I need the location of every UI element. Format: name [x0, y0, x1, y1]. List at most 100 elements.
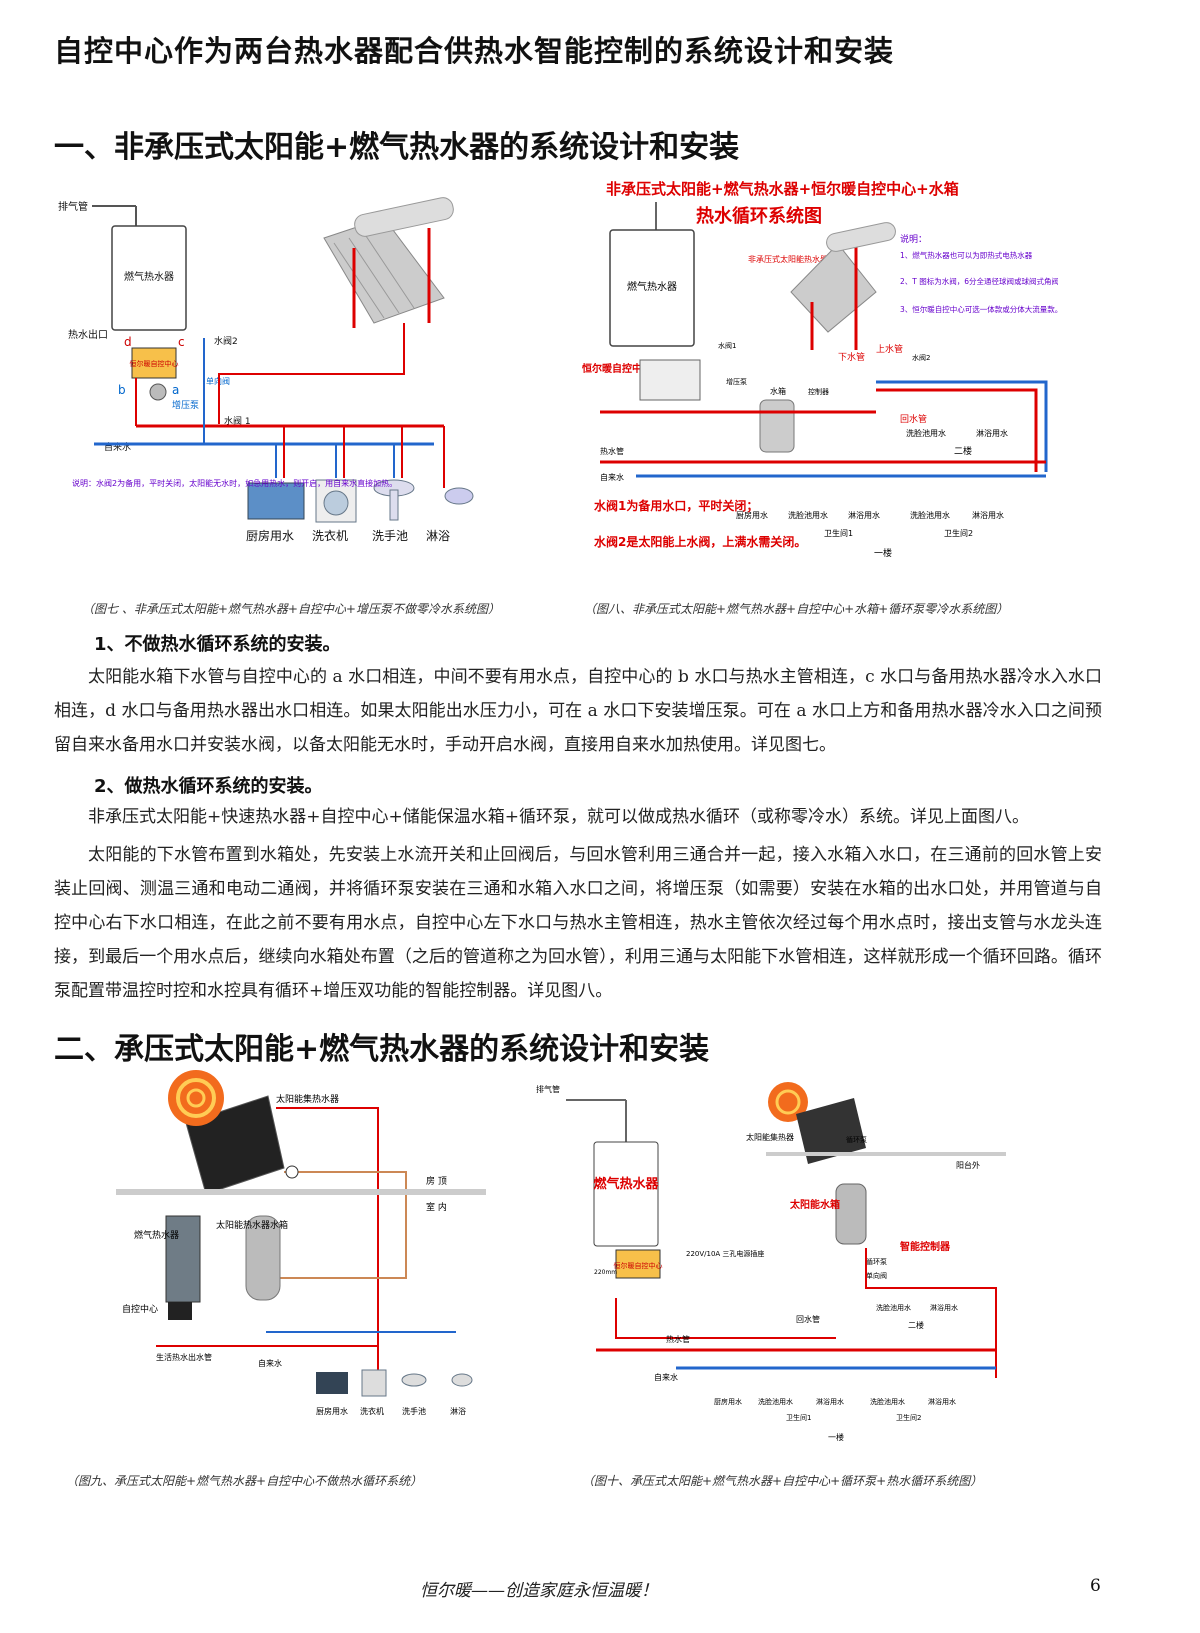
subheading-2: 2、做热水循环系统的安装。 — [94, 776, 323, 797]
tap-water-label: 自来水 — [258, 1358, 282, 1368]
fig7-note: 说明：水阀2为备用，平时关闭，太阳能无水时，如急用热水，则开启，用自来水直接加热… — [72, 478, 397, 488]
valve1-label: 水阀1 — [718, 341, 736, 350]
valve2-label: 水阀2 — [214, 335, 238, 347]
floor2-label: 二楼 — [908, 1320, 924, 1330]
f2-point: 洗脸池用水 — [876, 1303, 911, 1312]
tank-label: 太阳能热水器水箱 — [216, 1219, 288, 1231]
f2-point: 淋浴用水 — [930, 1303, 958, 1312]
page-number: 6 — [1090, 1576, 1101, 1596]
gas-heater-icon — [165, 1215, 201, 1303]
point-label: 淋浴 — [450, 1406, 466, 1416]
balcony-label: 阳台外 — [956, 1160, 980, 1170]
fixture-sink-icon — [401, 1373, 427, 1387]
valve2-label: 水阀2 — [912, 353, 930, 362]
exhaust-label: 排气管 — [58, 200, 88, 213]
port-d: d — [124, 335, 132, 349]
f1-point: 淋浴用水 — [848, 510, 880, 520]
center-label: 自控中心 — [122, 1303, 158, 1315]
port-c: c — [178, 335, 185, 349]
f1-point: 厨房用水 — [714, 1397, 742, 1406]
f1-point: 洗脸池用水 — [788, 510, 828, 520]
fig8-title1: 非承压式太阳能+燃气热水器+恒尔暖自控中心+水箱 — [606, 180, 959, 198]
heater-label: 燃气热水器 — [593, 1176, 659, 1192]
section2-title: 二、承压式太阳能+燃气热水器的系统设计和安装 — [54, 1032, 710, 1067]
fixture-shower-icon — [451, 1373, 473, 1387]
pump2-label: 循环泵 — [866, 1257, 887, 1266]
fixture-kitchen-icon — [247, 482, 305, 520]
power-label: 220V/10A 三孔电源插座 — [686, 1249, 764, 1258]
page-title: 自控中心作为两台热水器配合供热水智能控制的系统设计和安装 — [54, 34, 895, 68]
control-center — [615, 1249, 661, 1279]
bath2-label: 卫生间2 — [944, 528, 973, 538]
center-label: 恒尔暖自控中心 — [582, 362, 652, 375]
figure-caption: （图九、承压式太阳能+燃气热水器+自控中心不做热水循环系统） — [66, 1474, 423, 1488]
fig8-note: 说明： — [900, 233, 927, 245]
paragraph-1: 太阳能水箱下水管与自控中心的 a 水口相连，中间不要有用水点，自控中心的 b 水… — [54, 667, 1102, 755]
control-center — [131, 347, 177, 379]
footer-slogan: 恒尔暖——创造家庭永恒温暖！ — [420, 1581, 658, 1601]
figure-caption: （图八、非承压式太阳能+燃气热水器+自控中心+水箱+循环泵零冷水系统图） — [584, 602, 1009, 616]
solar-label: 非承压式太阳能热水器 — [748, 254, 828, 264]
return-pipe-label: 回水管 — [796, 1314, 820, 1324]
f1-point: 淋浴用水 — [928, 1397, 956, 1406]
fixture-kitchen-icon — [316, 1372, 348, 1394]
collector-label: 太阳能集热水器 — [276, 1093, 339, 1105]
f1-point: 洗脸池用水 — [910, 510, 950, 520]
controller-label: 智能控制器 — [900, 1240, 951, 1253]
valve1-label: 水阀 1 — [224, 415, 251, 427]
figure-10: 排气管 燃气热水器 太阳能集热器 循环泵 阳台外 太阳能水箱 智能控制器 循环泵… — [536, 1078, 1006, 1448]
tank-label: 太阳能水箱 — [789, 1198, 840, 1211]
port-b: b — [118, 383, 126, 397]
figure-7: 排气管 燃气热水器 热水出口 水阀2 恒尔暖自控中心 d c b a 增压泵 单… — [54, 188, 494, 573]
figure-caption: （图十、承压式太阳能+燃气热水器+自控中心+循环泵+热水循环系统图） — [582, 1474, 983, 1488]
f2-point: 洗脸池用水 — [906, 428, 946, 438]
fixture-shower-icon — [444, 487, 474, 505]
figure-9: 太阳能集热水器 房 顶 室 内 燃气热水器 太阳能热水器水箱 自控中心 生活热水… — [116, 1068, 490, 1428]
up-pipe-label: 上水管 — [876, 343, 903, 355]
point-label: 洗衣机 — [312, 528, 348, 543]
point-label: 厨房用水 — [316, 1406, 348, 1416]
gas-heater — [593, 1141, 659, 1247]
bath2-label: 卫生间2 — [896, 1413, 921, 1422]
solar-collector-icon — [168, 1070, 285, 1195]
figure-caption: （图七 、非承压式太阳能+燃气热水器+自控中心+增压泵不做零冷水系统图） — [82, 602, 500, 616]
bath1-label: 卫生间1 — [824, 528, 853, 538]
floor1-label: 一楼 — [874, 547, 892, 559]
heater-label: 燃气热水器 — [134, 1229, 179, 1241]
circ-pump-label: 循环泵 — [846, 1135, 867, 1144]
port-a: a — [172, 383, 179, 397]
figure-8: 非承压式太阳能+燃气热水器+恒尔暖自控中心+水箱 热水循环系统图 燃气热水器 非… — [576, 172, 1058, 577]
point-label: 厨房用水 — [246, 528, 294, 543]
down-pipe-label: 下水管 — [838, 351, 865, 363]
indoor-label: 室 内 — [426, 1201, 447, 1213]
fig8-title2: 热水循环系统图 — [696, 205, 822, 227]
control-center — [639, 359, 701, 401]
bath1-label: 卫生间1 — [786, 1413, 811, 1422]
fig8-note: 2、T 图标为水阀，6分全通径球阀或球阀式角阀，不要用陶瓷阀芯角阀 — [900, 276, 1058, 286]
check-label: 单向阀 — [866, 1271, 887, 1280]
boost-pump-label: 增压泵 — [172, 399, 199, 411]
f1-point: 淋浴用水 — [972, 510, 1004, 520]
f1-point: 洗脸池用水 — [758, 1397, 793, 1406]
controller-label: 控制器 — [808, 387, 829, 396]
f1-point: 洗脸池用水 — [870, 1397, 905, 1406]
paragraph-3: 太阳能的下水管布置到水箱处，先安装上水流开关和止回阀后，与回水管利用三通合并一起… — [54, 845, 1102, 1001]
center-label: 恒尔暖自控中心 — [614, 1261, 663, 1270]
f2-point: 淋浴用水 — [976, 428, 1008, 438]
center-label: 恒尔暖自控中心 — [130, 359, 179, 368]
f1-point: 淋浴用水 — [816, 1397, 844, 1406]
hot-main-label: 生活热水出水管 — [156, 1352, 212, 1362]
fixture-sink-icon — [373, 479, 415, 521]
tank-icon — [759, 399, 795, 453]
gas-heater-label: 燃气热水器 — [627, 280, 677, 293]
tank-icon — [245, 1215, 281, 1301]
tap-water-label: 自来水 — [600, 472, 624, 482]
floor2-label: 二楼 — [954, 445, 972, 457]
point-label: 洗手池 — [402, 1406, 426, 1416]
f1-point: 厨房用水 — [736, 510, 768, 520]
point-label: 洗手池 — [372, 529, 408, 543]
gas-heater — [111, 225, 187, 331]
hot-pipe-label: 热水管 — [666, 1334, 690, 1344]
boost-pump-icon — [149, 383, 167, 401]
exhaust-label: 排气管 — [536, 1084, 560, 1094]
